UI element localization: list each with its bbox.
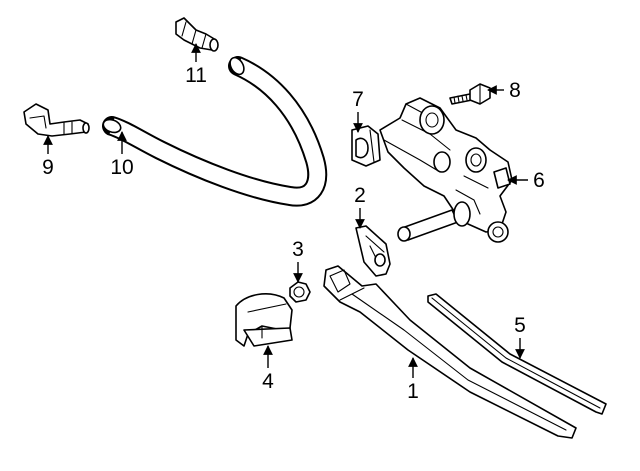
- callout-8: 8: [509, 79, 521, 102]
- callout-9: 9: [42, 156, 54, 179]
- part-9-nozzle: [23, 103, 90, 137]
- callout-3: 3: [292, 238, 304, 261]
- part-2-cover: [355, 225, 391, 277]
- part-10-hose: [102, 56, 328, 207]
- part-7-cap: [351, 125, 381, 167]
- callout-7: 7: [352, 88, 364, 111]
- part-8-bolt: [449, 83, 491, 105]
- callout-10: 10: [110, 156, 133, 179]
- callout-1: 1: [407, 380, 419, 403]
- part-6-motor: [379, 97, 513, 243]
- part-5-wiper-blade: [427, 293, 607, 415]
- callout-5: 5: [514, 314, 526, 337]
- part-1-wiper-arm: [323, 265, 577, 439]
- callout-4: 4: [262, 370, 274, 393]
- callout-2: 2: [354, 184, 366, 207]
- part-4-clip: [235, 293, 293, 347]
- callout-6: 6: [533, 169, 545, 192]
- callout-11: 11: [185, 64, 207, 87]
- part-11-connector: [175, 17, 219, 52]
- part-3-nut: [289, 281, 311, 303]
